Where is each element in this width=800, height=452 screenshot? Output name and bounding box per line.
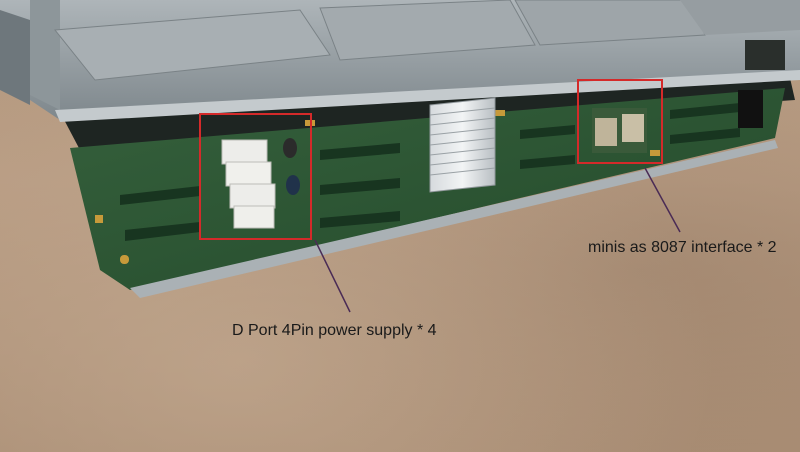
power-connector-highlight-box xyxy=(199,113,312,240)
chassis xyxy=(0,0,800,150)
minis-leader-line xyxy=(644,167,681,233)
dport-leader-line xyxy=(314,239,351,313)
power-connectors xyxy=(221,138,300,229)
dport-power-label: D Port 4Pin power supply * 4 xyxy=(232,322,437,339)
chassis-lip xyxy=(130,140,778,298)
minisas-connectors xyxy=(592,108,647,153)
minisas-highlight-box xyxy=(577,79,663,164)
minis-interface-label: minis as 8087 interface * 2 xyxy=(588,239,777,256)
